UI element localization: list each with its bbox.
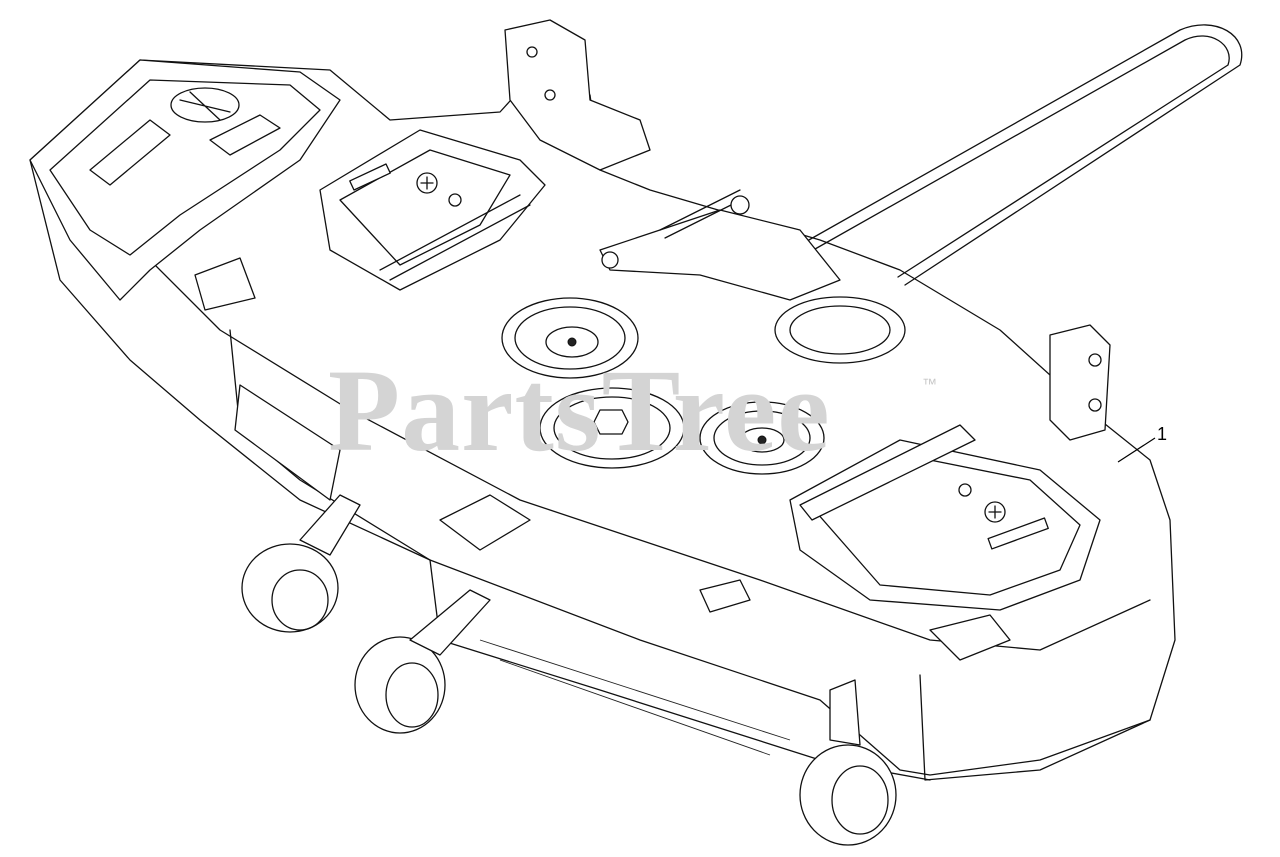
idler-arm-pulley [774,296,906,364]
caster-wheel-left [241,494,361,633]
left-spindle-pulley [501,297,639,379]
side-mount-bracket [1049,324,1111,441]
right-spindle-pulley [699,401,825,475]
trademark-symbol: ™ [922,376,937,393]
callout-leader-line [1117,437,1156,463]
center-idler-pulley [539,387,685,469]
watermark-text: PartsTree [328,345,831,476]
deck-details [194,257,1011,661]
callout-label[interactable]: 1 [1157,424,1168,444]
idler-arm-assembly [599,189,841,301]
rear-mount-bracket [504,19,651,171]
rear-baffle-housing [29,59,341,301]
drive-belt [799,24,1243,286]
caster-wheel-center [354,589,491,734]
left-spindle-cover [319,129,546,291]
caster-wheel-front [799,679,897,846]
right-spindle-cover [789,424,1101,611]
